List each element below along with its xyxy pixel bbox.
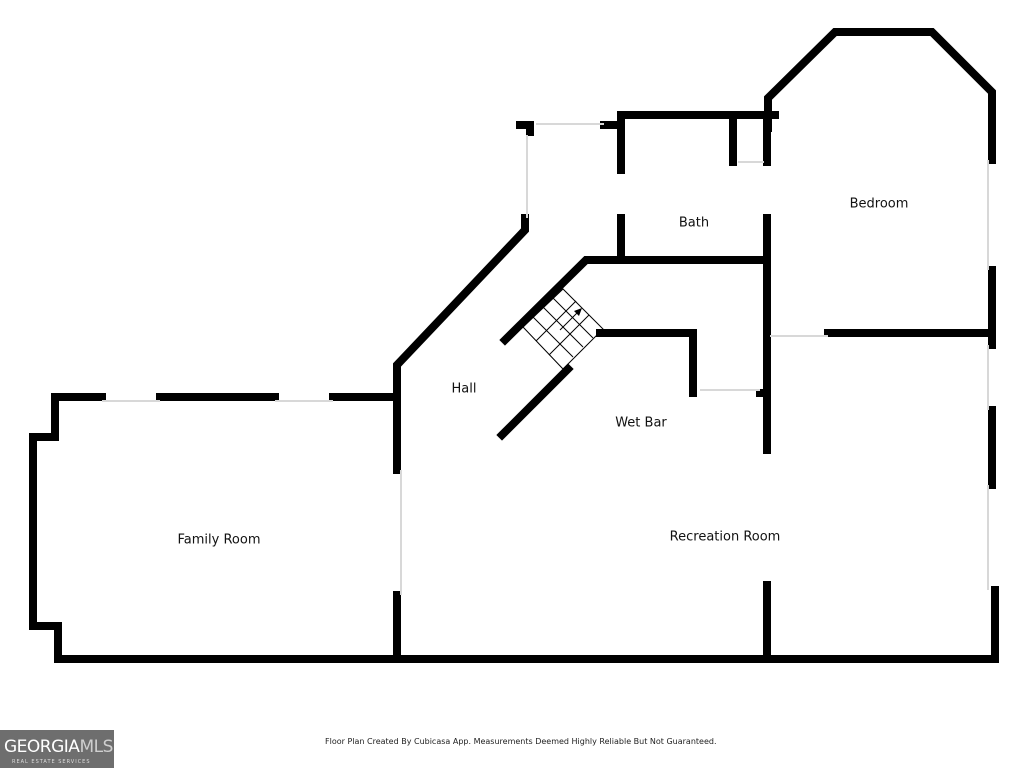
room-label-bedroom: Bedroom (849, 196, 909, 212)
stair-arrow (559, 311, 579, 331)
room-label-hall: Hall (451, 381, 477, 397)
stairs (522, 288, 604, 370)
logo-brand-b: MLS (79, 737, 113, 757)
room-label-recreation-room: Recreation Room (669, 529, 781, 545)
arrow-head-icon (574, 308, 582, 316)
georgia-mls-logo: GEORGIAMLS REAL ESTATE SERVICES (0, 730, 114, 768)
room-label-bath: Bath (678, 215, 710, 231)
logo-tagline: REAL ESTATE SERVICES (12, 759, 91, 765)
disclaimer: Floor Plan Created By Cubicasa App. Meas… (325, 737, 717, 746)
walls (29, 28, 999, 663)
logo-brand-a: GEORGIA (4, 737, 80, 757)
room-label-wet-bar: Wet Bar (615, 415, 667, 431)
room-label-family-room: Family Room (177, 532, 261, 548)
windows-and-openings (102, 123, 989, 595)
